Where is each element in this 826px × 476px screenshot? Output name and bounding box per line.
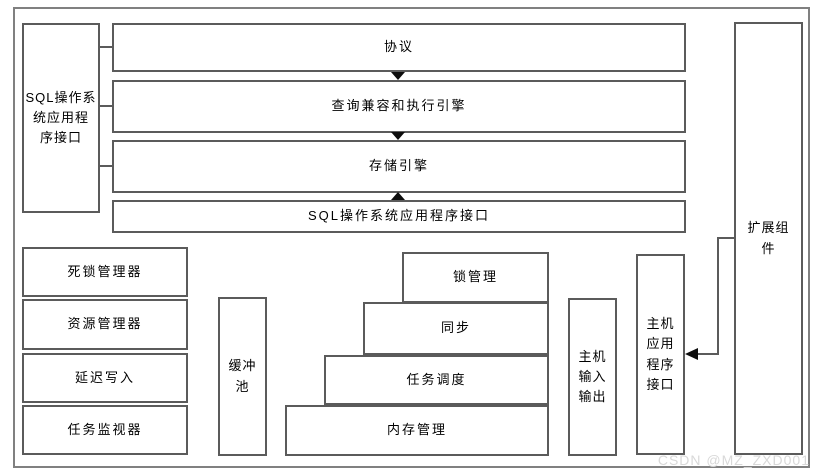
synchronization-label: 同步 <box>440 320 471 336</box>
box-deadlock-manager: 死锁管理器 <box>22 247 188 297</box>
left-arrow-icon <box>685 348 698 360</box>
layer-protocol-label: 协议 <box>383 39 414 55</box>
layer-protocol: 协议 <box>112 23 686 72</box>
lock-management-label: 锁管理 <box>452 269 498 285</box>
connector-left-api-to-query-engine <box>100 105 112 107</box>
deadlock-manager-label: 死锁管理器 <box>67 263 143 279</box>
extension-arrow-segment <box>697 353 719 355</box>
box-task-scheduling: 任务调度 <box>324 355 549 405</box>
layer-storage-engine: 存储引擎 <box>112 140 686 193</box>
box-synchronization: 同步 <box>363 302 549 355</box>
resource-manager-label: 资源管理器 <box>67 316 143 332</box>
box-buffer-pool: 缓冲 池 <box>218 297 267 456</box>
box-host-io: 主机 输入 输出 <box>568 298 617 456</box>
layer-sql-api: SQL操作系统应用程序接口 <box>112 200 686 233</box>
down-arrow-icon <box>391 72 405 80</box>
extension-arrow-segment <box>717 237 734 239</box>
down-arrow-icon <box>391 132 405 140</box>
lazy-write-label: 延迟写入 <box>74 369 135 385</box>
memory-management-label: 内存管理 <box>386 422 447 438</box>
layer-sql-api-label: SQL操作系统应用程序接口 <box>307 208 490 224</box>
layer-query-engine-label: 查询兼容和执行引擎 <box>331 98 467 114</box>
up-arrow-icon <box>391 192 405 200</box>
box-extension-components: 扩展组 件 <box>734 22 803 455</box>
box-resource-manager: 资源管理器 <box>22 299 188 350</box>
host-api-label: 主机 应用 程序 接口 <box>646 316 675 392</box>
sql-api-side-box: SQL操作系 统应用程 序接口 <box>22 23 100 213</box>
box-task-monitor: 任务监视器 <box>22 405 188 455</box>
connector-left-api-to-protocol <box>100 46 112 48</box>
host-io-label: 主机 输入 输出 <box>578 348 607 405</box>
task-scheduling-label: 任务调度 <box>406 371 467 387</box>
extension-components-label: 扩展组 件 <box>747 220 790 256</box>
buffer-pool-label: 缓冲 池 <box>228 358 257 394</box>
sql-api-side-label: SQL操作系 统应用程 序接口 <box>25 89 97 146</box>
box-lock-management: 锁管理 <box>402 252 549 303</box>
box-lazy-write: 延迟写入 <box>22 353 188 403</box>
box-host-api: 主机 应用 程序 接口 <box>636 254 685 455</box>
watermark: CSDN @MZ_ZXD001 <box>657 452 810 468</box>
layer-query-engine: 查询兼容和执行引擎 <box>112 80 686 133</box>
box-memory-management: 内存管理 <box>285 405 549 456</box>
layer-storage-engine-label: 存储引擎 <box>368 158 429 174</box>
connector-left-api-to-storage-engine <box>100 165 112 167</box>
extension-arrow-segment <box>717 237 719 354</box>
task-monitor-label: 任务监视器 <box>67 421 143 437</box>
